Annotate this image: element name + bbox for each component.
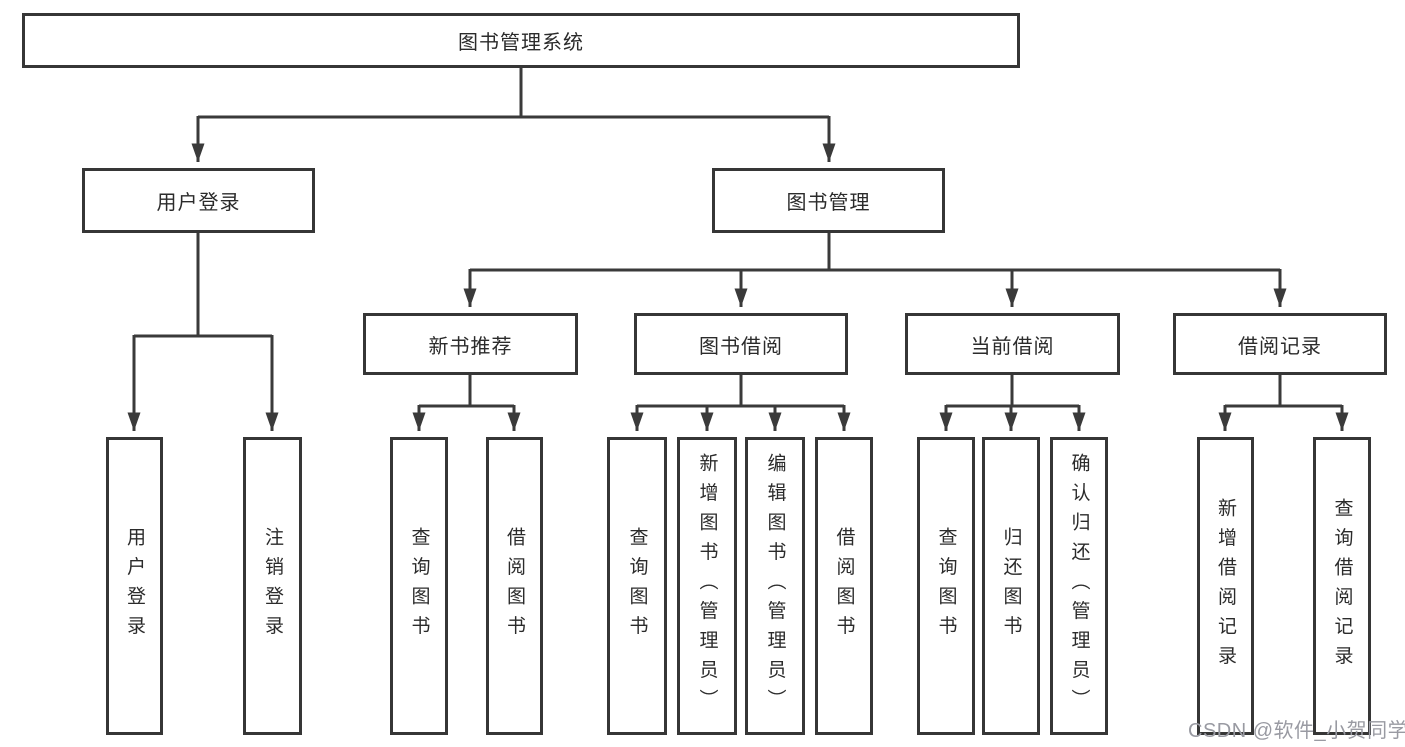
leaf-edit-book-admin: 编辑图书（管理员） <box>745 437 805 735</box>
leaf-query-books-recommend: 查询图书 <box>390 437 448 735</box>
node-user-login: 用户登录 <box>82 168 315 233</box>
leaf-borrow-books: 借阅图书 <box>815 437 873 735</box>
node-new-book-recommendation: 新书推荐 <box>363 313 578 375</box>
node-book-borrowing: 图书借阅 <box>634 313 848 375</box>
leaf-query-books-borrowing: 查询图书 <box>607 437 667 735</box>
csdn-watermark: CSDN @软件_小贺同学 <box>1188 720 1405 742</box>
leaf-add-book-admin: 新增图书（管理员） <box>677 437 737 735</box>
leaf-confirm-return-admin: 确认归还（管理员） <box>1050 437 1108 735</box>
leaf-user-login: 用户登录 <box>106 437 163 735</box>
leaf-query-books-current: 查询图书 <box>917 437 975 735</box>
leaf-return-books: 归还图书 <box>982 437 1040 735</box>
node-borrowing-records: 借阅记录 <box>1173 313 1387 375</box>
node-library-management-system: 图书管理系统 <box>22 13 1020 68</box>
leaf-add-borrow-record: 新增借阅记录 <box>1197 437 1254 735</box>
leaf-borrow-books-recommend: 借阅图书 <box>486 437 543 735</box>
leaf-query-borrow-record: 查询借阅记录 <box>1313 437 1371 735</box>
node-current-borrowing: 当前借阅 <box>905 313 1120 375</box>
leaf-logout: 注销登录 <box>243 437 302 735</box>
node-book-management: 图书管理 <box>712 168 945 233</box>
